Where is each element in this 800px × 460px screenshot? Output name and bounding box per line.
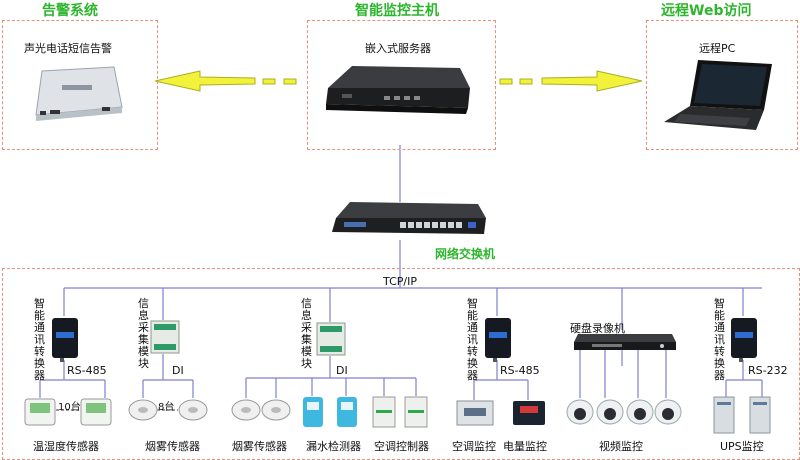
ups-unit-2 xyxy=(748,396,772,434)
ac-monitor-device xyxy=(456,400,494,426)
temp-sensor-2 xyxy=(80,398,112,426)
alarm-system-box xyxy=(2,20,158,150)
smoke-sensor-label-1: 烟雾传感器 xyxy=(145,440,200,453)
camera-3 xyxy=(626,398,654,428)
ac-controller-label: 空调控制器 xyxy=(374,440,429,453)
rs232-port: RS-232 xyxy=(748,364,788,377)
smoke-count: 8台 xyxy=(158,402,175,413)
temp-sensor-1 xyxy=(24,398,56,426)
temp-humidity-label: 温湿度传感器 xyxy=(33,440,99,453)
converter-3-label: 智能通讯转换器 xyxy=(714,297,725,382)
alarm-system-title: 告警系统 xyxy=(42,3,98,19)
tcp-ip-label: TCP/IP xyxy=(383,275,417,288)
leak-detector-1 xyxy=(302,396,324,428)
monitor-host-box xyxy=(307,20,496,150)
collector-1-label: 信息采集模块 xyxy=(138,297,149,370)
camera-1 xyxy=(566,398,594,428)
leak-detector-2 xyxy=(336,396,358,428)
remote-web-box xyxy=(646,20,798,150)
converter-1-label: 智能通讯转换器 xyxy=(34,297,45,382)
ac-monitor-label: 空调监控 xyxy=(452,440,496,453)
power-meter-device xyxy=(512,400,546,426)
power-monitor-label: 电量监控 xyxy=(503,440,547,453)
laptop-image xyxy=(660,56,778,136)
smart-converter-2 xyxy=(483,316,513,362)
rs485-port-2: RS-485 xyxy=(500,364,540,377)
field-devices-box xyxy=(2,268,800,460)
network-switch-label: 网络交换机 xyxy=(435,247,496,261)
camera-4 xyxy=(654,398,682,428)
smart-converter-1 xyxy=(50,316,80,362)
ups-unit-1 xyxy=(712,396,736,434)
info-collector-2 xyxy=(316,322,346,358)
smoke-sensor-3 xyxy=(231,398,261,422)
smoke-sensor-2 xyxy=(178,398,208,422)
ac-controller-2 xyxy=(404,396,428,428)
converter-2-label: 智能通讯转换器 xyxy=(467,297,478,382)
server-label: 嵌入式服务器 xyxy=(365,42,431,55)
camera-2 xyxy=(596,398,624,428)
smoke-sensor-4 xyxy=(261,398,291,422)
pc-label: 远程PC xyxy=(699,42,736,55)
di-port-2: DI xyxy=(336,364,348,377)
alarm-device-label: 声光电话短信告警 xyxy=(24,42,112,55)
smart-converter-3 xyxy=(729,316,759,362)
monitor-host-title: 智能监控主机 xyxy=(355,3,439,19)
nvr-device xyxy=(572,332,676,352)
nvr-label: 硬盘录像机 xyxy=(570,322,625,335)
temp-count: 10台 xyxy=(58,402,81,413)
video-monitor-label: 视频监控 xyxy=(599,440,643,453)
server-image xyxy=(322,58,472,128)
network-switch-image xyxy=(328,200,488,244)
ac-controller-1 xyxy=(372,396,396,428)
collector-2-label: 信息采集模块 xyxy=(301,297,312,370)
smoke-sensor-1 xyxy=(128,398,158,422)
rs485-port-1: RS-485 xyxy=(67,364,107,377)
leak-detector-label: 漏水检测器 xyxy=(306,440,361,453)
remote-web-title: 远程Web访问 xyxy=(661,3,752,19)
arrow-to-alarm xyxy=(154,70,297,92)
alarm-device-image xyxy=(32,63,124,121)
arrow-to-pc xyxy=(499,70,643,92)
info-collector-1 xyxy=(150,320,180,356)
ups-monitor-label: UPS监控 xyxy=(720,440,764,453)
smoke-sensor-label-2: 烟雾传感器 xyxy=(232,440,287,453)
di-port-1: DI xyxy=(172,364,184,377)
